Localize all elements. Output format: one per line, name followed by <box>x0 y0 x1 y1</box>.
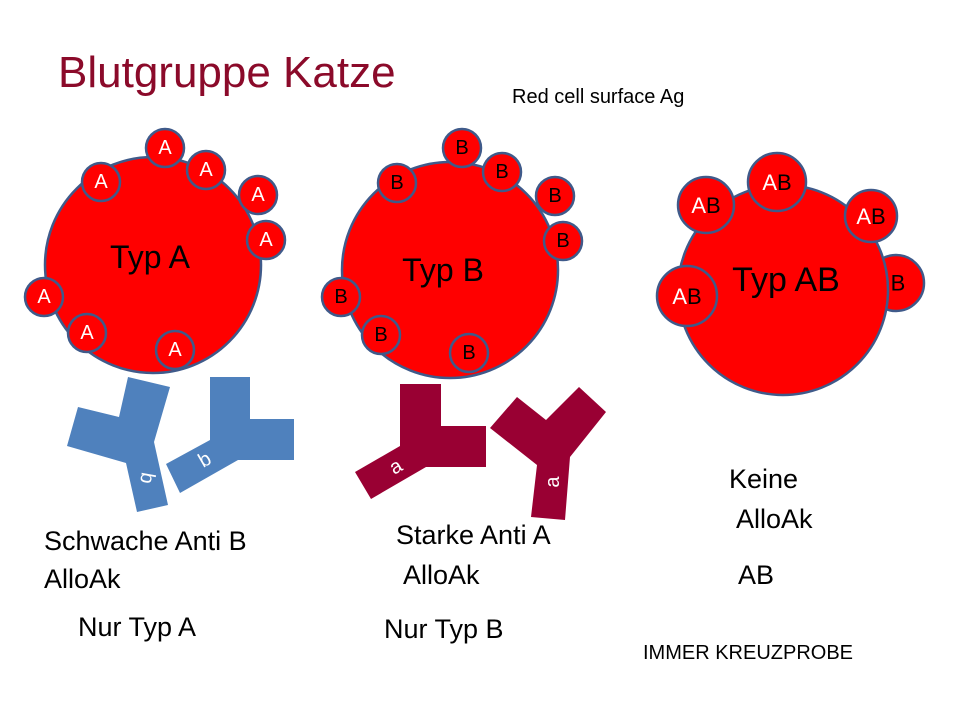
antigen-a <box>237 174 279 216</box>
col1-line1: Schwache Anti B <box>44 526 247 556</box>
antigen-ab-label: B <box>891 271 906 296</box>
antigen-a <box>154 329 196 371</box>
antigen-a-label: A <box>94 171 108 193</box>
antigen-b <box>542 220 584 262</box>
antigen-a-label: A <box>80 322 94 344</box>
antigen-b <box>448 332 490 374</box>
footer-note: IMMER KREUZPROBE <box>643 642 854 664</box>
antigen-b <box>481 151 523 193</box>
antigen-a <box>185 149 227 191</box>
col1-line2: AlloAk <box>44 564 121 594</box>
antigen-ab <box>655 264 719 328</box>
antigen-a <box>80 161 122 203</box>
antigen-a-label: A <box>158 137 172 159</box>
cell-label-type-a: Typ A <box>110 239 191 275</box>
antigen-b <box>441 127 483 169</box>
cell-label-type-b: Typ B <box>402 252 484 288</box>
antigen-b-label: B <box>455 137 468 159</box>
col3-line1: Keine <box>729 464 799 494</box>
col3-line2: AlloAk <box>736 504 813 534</box>
col2-note: Nur Typ B <box>384 614 504 644</box>
anti-b-antibody <box>67 377 170 512</box>
antigen-a-label: A <box>251 184 265 206</box>
antigen-a-label: A <box>37 286 51 308</box>
antigen-ab-label: AB <box>672 284 701 309</box>
antigen-b-label: B <box>334 286 347 308</box>
antigen-ab <box>746 151 808 213</box>
antigen-a <box>23 276 65 318</box>
antigen-b <box>534 175 576 217</box>
antigen-a-label: A <box>168 339 182 361</box>
antigen-b-label: B <box>374 324 387 346</box>
antigen-b <box>360 314 402 356</box>
antigen-b-label: B <box>390 172 403 194</box>
antigen-b <box>376 162 418 204</box>
antigen-b-label: B <box>462 342 475 364</box>
anti-b-antibody <box>166 377 294 493</box>
antigen-b <box>320 276 362 318</box>
col2-line2: AlloAk <box>403 560 480 590</box>
antigen-a <box>66 312 108 354</box>
antigen-b-label: B <box>495 161 508 183</box>
antigen-a <box>144 127 186 169</box>
col3-note: AB <box>738 560 775 590</box>
antigen-ab-label: AB <box>691 193 720 218</box>
antigen-a-label: A <box>259 229 273 251</box>
cell-label-type-ab: Typ AB <box>732 261 840 299</box>
antigen-ab-label: AB <box>856 204 885 229</box>
antigen-b-label: B <box>556 230 569 252</box>
antigen-a <box>245 219 287 261</box>
antigen-ab-label: AB <box>762 170 791 195</box>
col2-line1: Starke Anti A <box>396 520 551 550</box>
col1-note: Nur Typ A <box>78 612 197 642</box>
anti-a-antibody <box>355 384 486 499</box>
anti-b-antibody-label: b <box>135 471 159 486</box>
antigen-ab <box>676 175 736 235</box>
slide-title: Blutgruppe Katze <box>58 48 396 97</box>
antigen-ab <box>843 188 899 244</box>
subtitle: Red cell surface Ag <box>512 86 685 108</box>
antigen-a-label: A <box>199 159 213 181</box>
anti-a-antibody-label: a <box>542 476 564 488</box>
antigen-b-label: B <box>548 185 561 207</box>
anti-a-antibody <box>490 387 606 520</box>
